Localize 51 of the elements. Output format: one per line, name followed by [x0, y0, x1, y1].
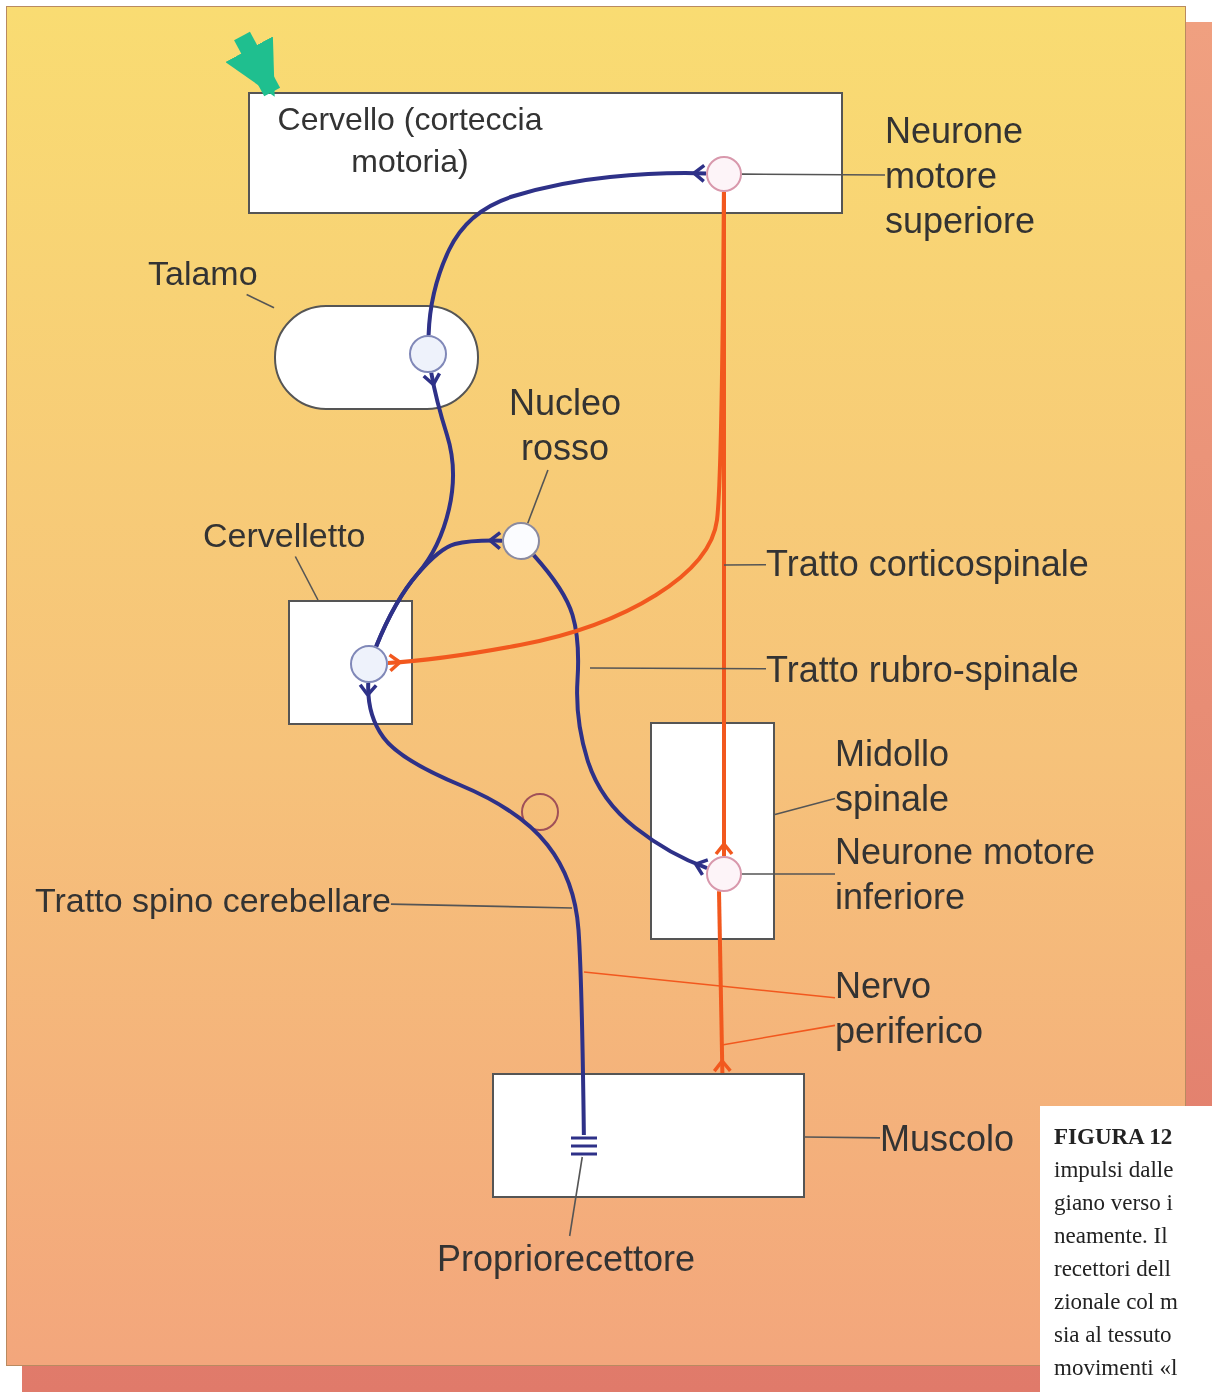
nerve-fiber: [374, 530, 503, 648]
leader-line: [741, 873, 836, 875]
caption-text: movimenti «l: [1054, 1354, 1178, 1382]
arrow: [225, 31, 281, 97]
nerve-fiber: [387, 192, 726, 673]
nerve-fiber: [532, 553, 710, 877]
caption-text: impulsi dalle: [1054, 1156, 1174, 1184]
structure-label: Cervello (corteccia motoria): [276, 100, 544, 181]
structure-box: [288, 600, 413, 725]
nerve-fiber: [358, 682, 586, 1136]
leader-line: [721, 1024, 836, 1046]
structure-label: Midollo spinale: [835, 731, 1005, 821]
caption-text: recettori dell: [1054, 1255, 1171, 1283]
nerve-fiber: [426, 163, 707, 336]
leader-line: [568, 1156, 584, 1237]
leader-line: [294, 555, 319, 601]
structure-label: Tratto rubro-spinale: [766, 647, 1079, 692]
structure-label: Nucleo rosso: [480, 380, 650, 470]
leader-line: [774, 797, 836, 816]
neuron-body: [350, 645, 388, 683]
structure-label: Neurone motore superiore: [885, 108, 1085, 243]
structure-box: [492, 1073, 805, 1198]
structure-label: Tratto corticospinale: [766, 541, 1089, 586]
leader-line: [804, 1136, 881, 1139]
structure-label: Talamo: [148, 252, 258, 295]
neuron-body: [706, 856, 742, 892]
nerve-fiber: [712, 891, 733, 1074]
caption-text: zionale col m: [1054, 1288, 1178, 1316]
neuron-body: [706, 156, 742, 192]
structure-label: Nervo periferico: [835, 963, 1035, 1053]
leader-line: [390, 903, 573, 909]
leader-line: [741, 173, 886, 176]
leader-line: [526, 469, 549, 525]
structure-box: [248, 92, 843, 214]
leader-line: [583, 971, 836, 999]
caption-text: sia al tessuto: [1054, 1321, 1172, 1349]
neuron-body: [521, 793, 559, 831]
structure-label: Tratto spino cerebellare: [35, 879, 391, 922]
leader-line: [589, 667, 767, 670]
structure-label: Neurone motore inferiore: [835, 829, 1165, 919]
neuron-body: [409, 335, 447, 373]
leader-line: [245, 293, 275, 309]
structure-label: Propriorecettore: [437, 1236, 696, 1281]
receptor-icon: [570, 1135, 598, 1157]
caption-text: giano verso i: [1054, 1189, 1173, 1217]
caption-text: FIGURA 12: [1054, 1123, 1173, 1151]
structure-box: [650, 722, 775, 940]
leader-line: [723, 563, 767, 566]
structure-label: Cervelletto: [203, 514, 366, 557]
structure-label: Muscolo: [880, 1116, 1015, 1161]
caption-text: neamente. Il: [1054, 1222, 1168, 1250]
